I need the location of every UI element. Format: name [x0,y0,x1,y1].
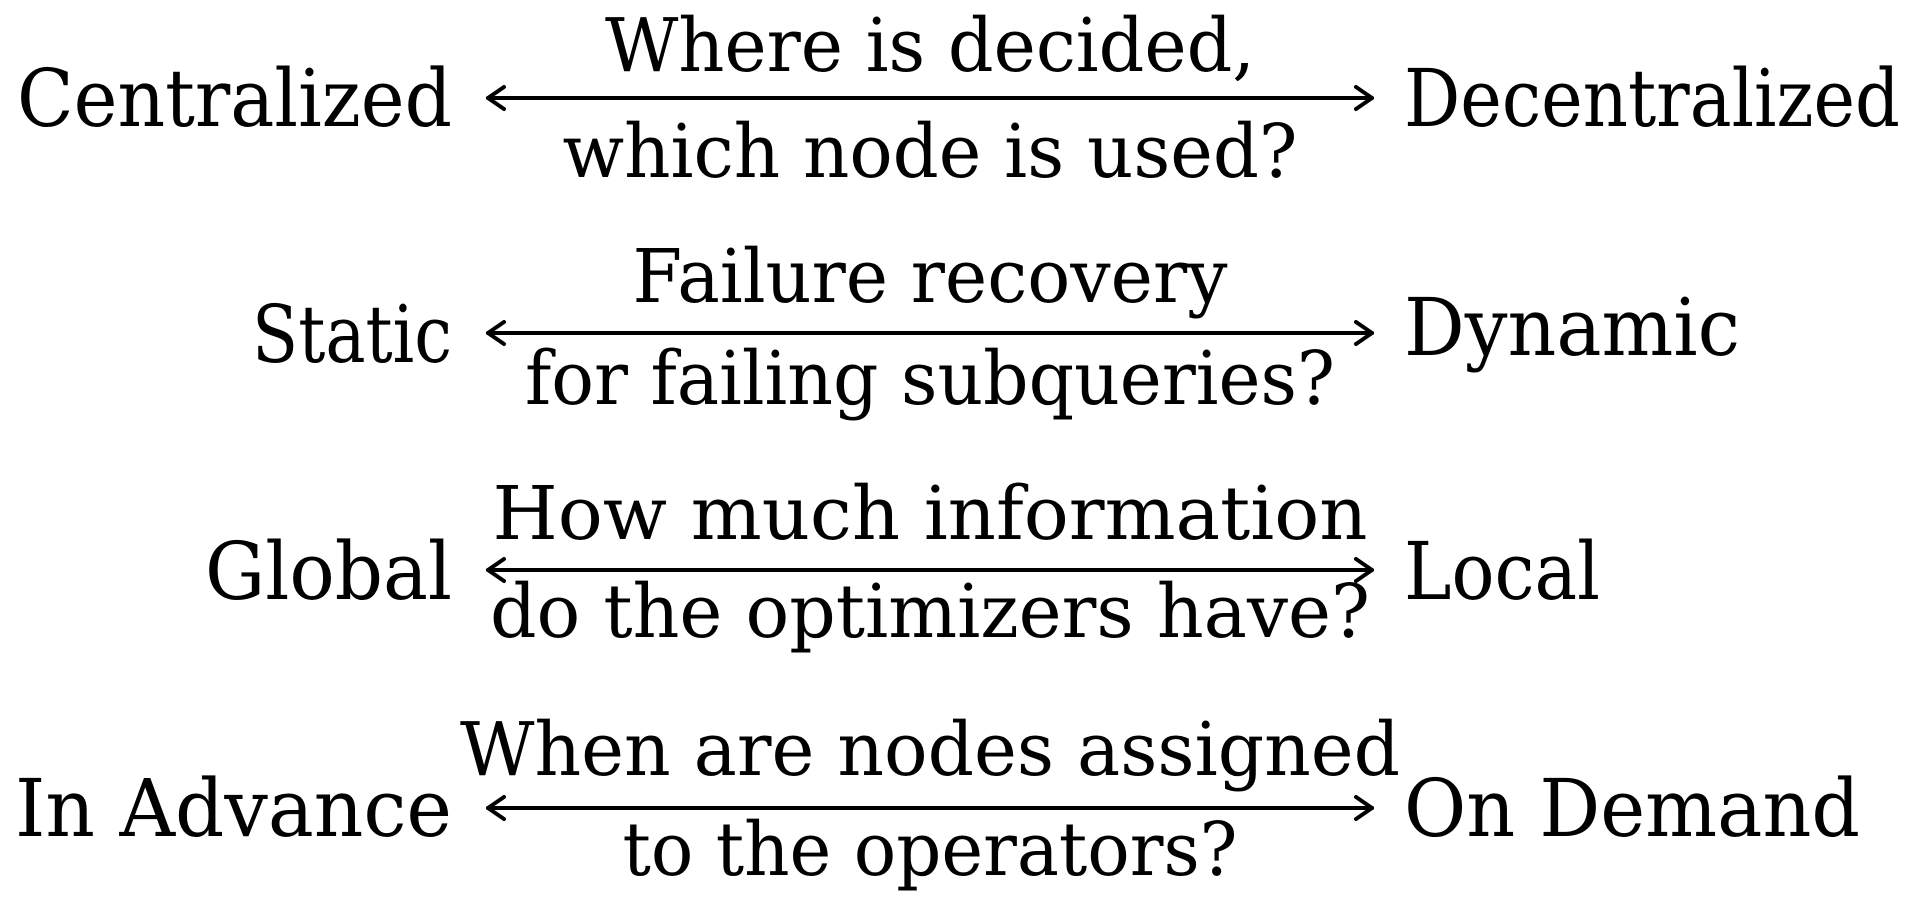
question-line-1: How much information [493,471,1368,557]
dimension-row-centralized-decentralized: Centralized Where is decided, which node… [17,3,1900,195]
left-label-in-advance: In Advance [15,762,452,855]
right-label-on-demand: On Demand [1404,762,1860,855]
arrow-head-right [1354,320,1374,346]
question-line-1: When are nodes assigned [460,707,1400,793]
right-label-local: Local [1404,525,1600,618]
arrow-head-left [486,85,506,111]
dimension-row-static-dynamic: Static Failure recovery for failing subq… [252,234,1740,422]
left-label-centralized: Centralized [17,52,452,145]
arrow-head-left [486,795,506,821]
left-label-static: Static [252,288,452,381]
dimension-row-global-local: Global How much information do the optim… [205,471,1600,655]
question-line-1: Failure recovery [633,234,1228,320]
dimension-row-in-advance-on-demand: In Advance When are nodes assigned to th… [15,707,1860,893]
left-label-global: Global [205,525,452,618]
question-line-2: to the operators? [623,807,1238,893]
arrow-head-right [1354,795,1374,821]
right-label-dynamic: Dynamic [1404,281,1740,374]
arrow-head-right [1354,85,1374,111]
arrow-head-left [486,320,506,346]
double-arrow [486,795,1374,821]
question-line-1: Where is decided, [605,3,1255,89]
double-arrow [486,320,1374,346]
arrow-head-right [1354,557,1374,583]
question-line-2: for failing subqueries? [525,336,1335,422]
double-arrow [486,85,1374,111]
right-label-decentralized: Decentralized [1404,52,1900,145]
question-line-2: do the optimizers have? [490,569,1370,655]
arrow-head-left [486,557,506,583]
question-line-2: which node is used? [563,109,1298,195]
double-arrow [486,557,1374,583]
